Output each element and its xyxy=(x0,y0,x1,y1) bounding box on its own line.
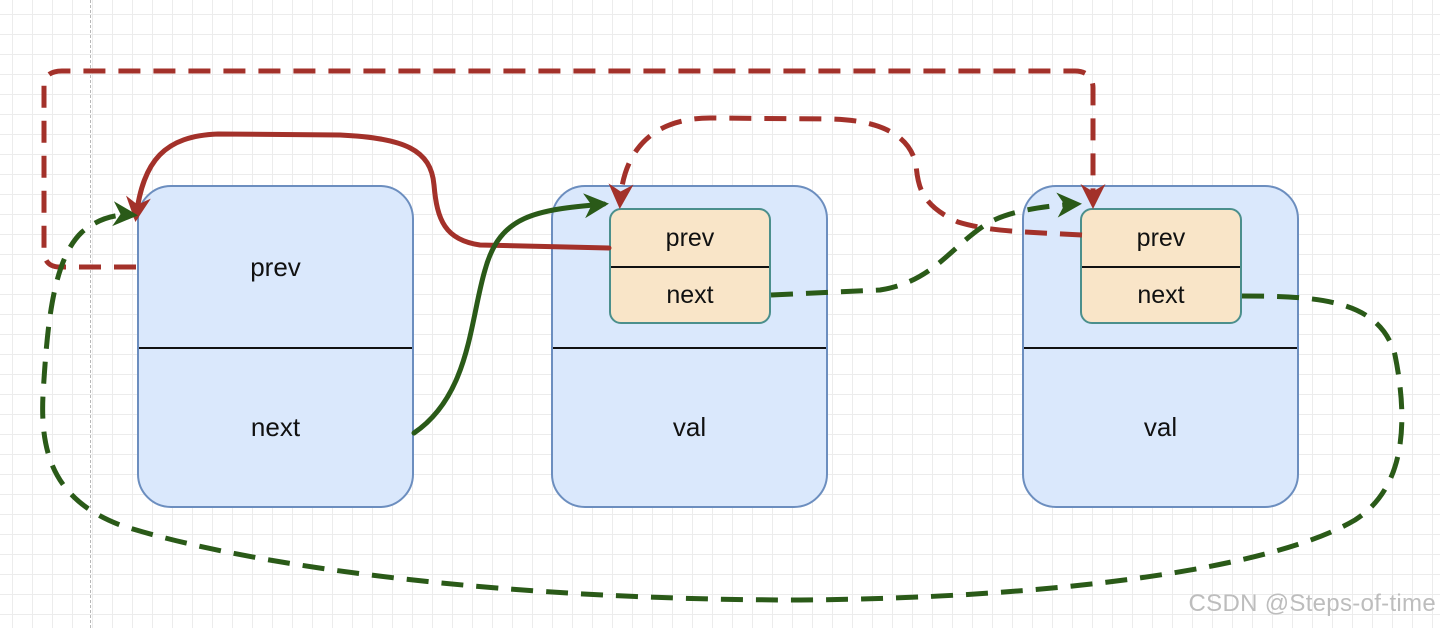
node-1-val-field: val xyxy=(553,347,826,506)
head-next-field: next xyxy=(139,347,412,506)
node-2-prev-field: prev xyxy=(1136,223,1186,252)
node-2-next-field: next xyxy=(1082,266,1240,322)
node-2-val-field: val xyxy=(1024,347,1297,506)
node-2-link-box[interactable]: prev next xyxy=(1080,208,1242,324)
watermark-text: CSDN @Steps-of-time xyxy=(1188,590,1436,617)
node-1-prev-field: prev xyxy=(665,223,715,252)
node-1-next-field: next xyxy=(611,266,769,322)
node-1-link-box[interactable]: prev next xyxy=(609,208,771,324)
page-guide-line xyxy=(90,0,91,628)
head-prev-field: prev xyxy=(250,251,301,282)
head-node[interactable]: prev next xyxy=(137,185,414,508)
